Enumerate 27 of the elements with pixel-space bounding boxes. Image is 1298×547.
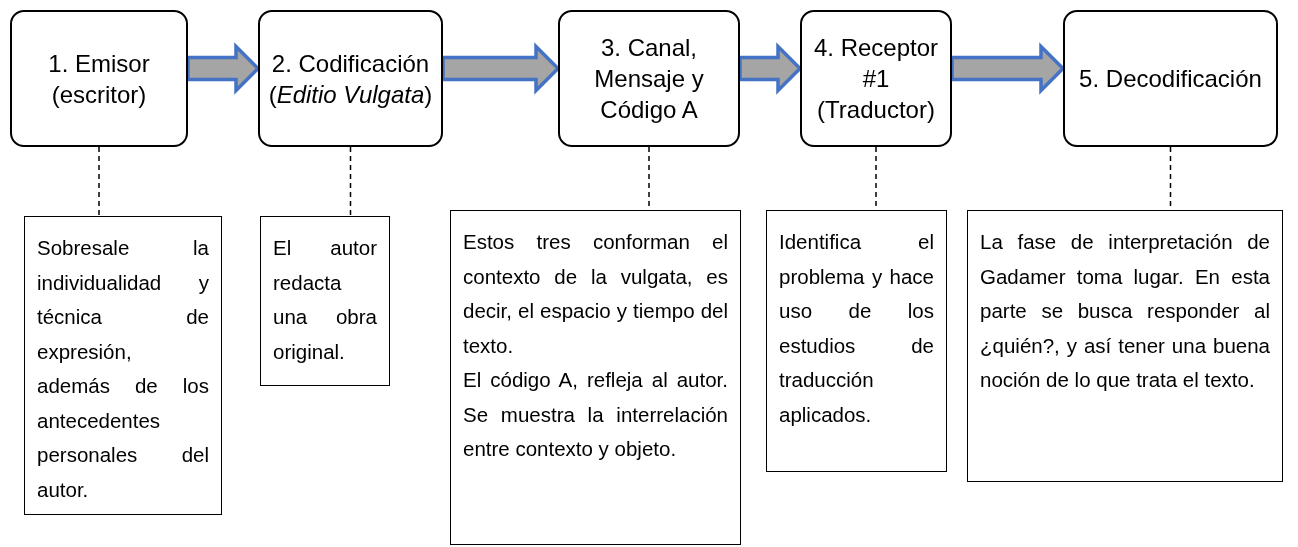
note-text: El código A, refleja al autor. Se muestra la interrelación entre contexto y objeto. [463,367,728,462]
dashed-connector [349,146,352,217]
process-box [800,10,952,147]
note-box [967,210,1283,482]
step-label: 1. Emisor (escritor) [47,48,151,110]
block-arrow [950,42,1066,95]
process-box [558,10,740,147]
note-text: Estos tres conforman el contexto de la vulgata, es decir, el espacio y tiempo del texto. [463,229,728,359]
note-box [260,216,390,386]
step-label: 3. Canal, Mensaje y Código A [593,33,705,125]
note-box [450,210,741,545]
note-box [24,216,222,515]
step-label: 4. Receptor #1 (Traductor) [812,33,940,125]
block-arrow [738,42,803,95]
note-text: La fase de interpretación de Gadamer toma lugar. En esta parte se busca responder al ¿quién?, y así tener una buena noción de lo que trata el texto. [980,229,1270,393]
dashed-connector [98,146,100,217]
note-text: Sobresale la individualidad y técnica de expresión, además de los antecedentes personales del autor. [37,235,209,503]
step-label: 2. Codificación (Editio Vulgata) [268,48,433,110]
process-box [258,10,443,147]
note-text: El autor redacta una obra original. [273,235,377,365]
note-box [766,210,947,472]
block-arrow [186,42,261,95]
note-text: Identifica el problema y hace uso de los estudios de traducción aplicados. [779,229,934,428]
block-arrow [441,42,561,95]
step-label: 5. Decodificación [1079,64,1262,94]
process-box [1063,10,1278,147]
process-box [10,10,188,147]
